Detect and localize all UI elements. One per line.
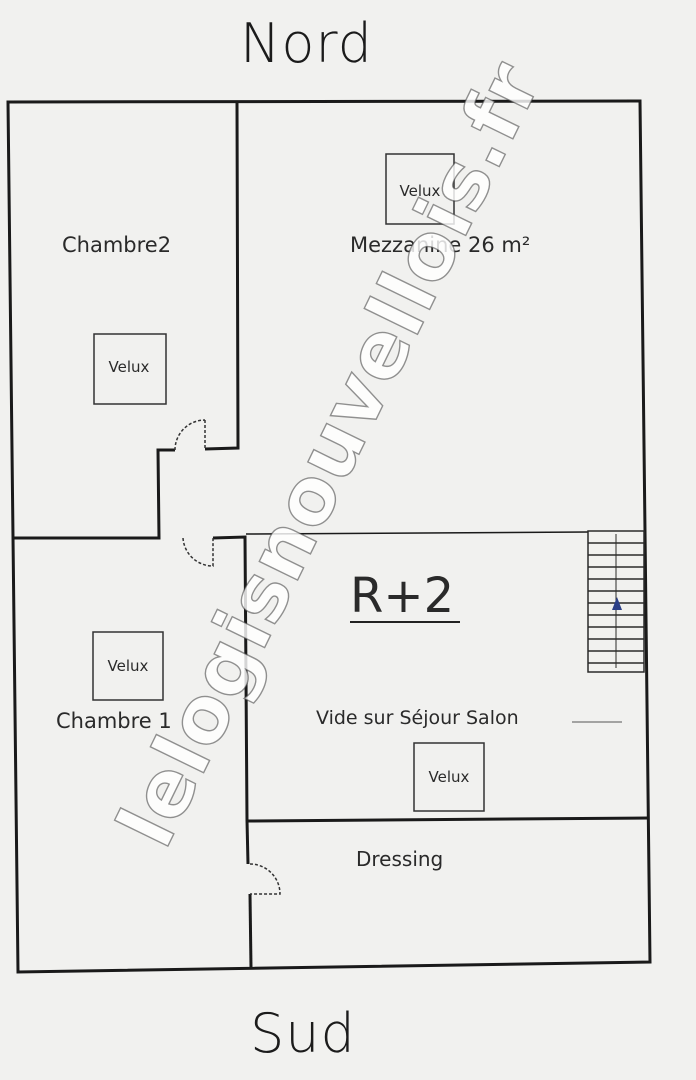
svg-text:Velux: Velux [109, 358, 150, 376]
svg-text:Velux: Velux [108, 657, 149, 675]
room-label-mezzanine: Mezzanine 26 m² [350, 233, 530, 257]
room-label-dressing: Dressing [356, 847, 443, 871]
room-label-chambre2: Chambre2 [62, 233, 171, 257]
watermark: lelogisnouvellois.fr [101, 48, 559, 860]
velux-mezzanine: Velux [385, 153, 455, 225]
interior-walls [13, 102, 650, 969]
outer-walls [6, 99, 652, 974]
door-dressing [249, 863, 281, 895]
door-chambre1 [182, 537, 214, 567]
stair-arrow-icon [612, 597, 622, 610]
room-label-chambre1: Chambre 1 [56, 709, 172, 733]
velux-chambre2: Velux [93, 333, 167, 405]
svg-text:Velux: Velux [400, 182, 441, 200]
level-label: R+2 [350, 568, 454, 624]
room-label-vide: Vide sur Séjour Salon [316, 707, 519, 729]
svg-text:Velux: Velux [429, 768, 470, 786]
door-chambre2 [174, 419, 206, 451]
velux-chambre1: Velux [92, 631, 164, 701]
doors [174, 419, 281, 895]
north-label: Nord [240, 12, 373, 75]
velux-vide: Velux [413, 742, 485, 812]
south-label: Sud [250, 1002, 356, 1065]
